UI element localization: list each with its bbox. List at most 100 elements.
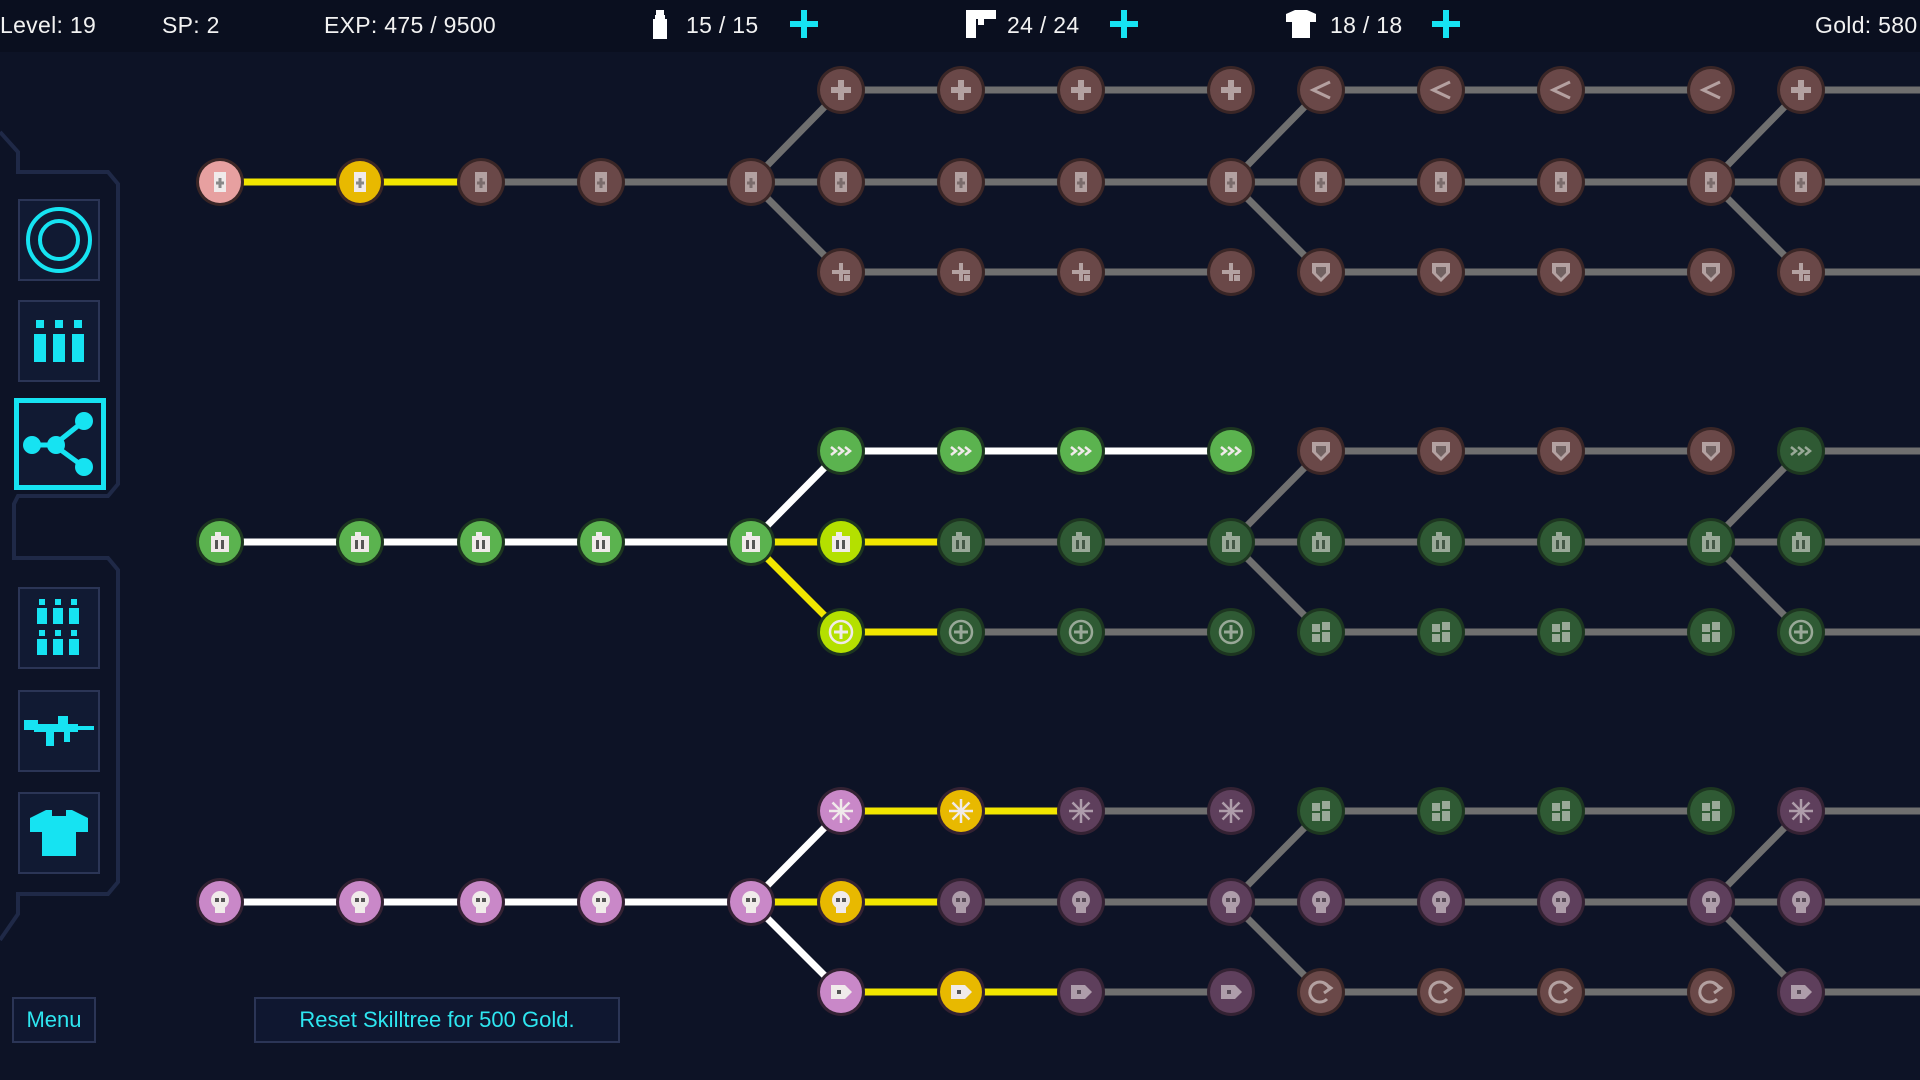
skill-node-ammo-bot-3[interactable] — [1207, 608, 1255, 656]
tab-bullets[interactable] — [18, 300, 100, 382]
skill-node-ammo-bot-1[interactable] — [937, 608, 985, 656]
skill-node-health-top-1[interactable] — [937, 66, 985, 114]
skill-node-ammo-far-top-1[interactable] — [1417, 427, 1465, 475]
skill-node-health-far-mid-1[interactable] — [1417, 158, 1465, 206]
skill-node-health-bot-1[interactable] — [937, 248, 985, 296]
skill-node-skull-mid-0[interactable] — [817, 878, 865, 926]
skill-node-skull-top-3[interactable] — [1207, 787, 1255, 835]
skill-node-ammo-mid-0[interactable] — [817, 518, 865, 566]
skill-node-skull-trunk-1[interactable] — [336, 878, 384, 926]
skill-node-health-far-top-2[interactable] — [1537, 66, 1585, 114]
skill-node-ammo-far-bot-0[interactable] — [1297, 608, 1345, 656]
skill-node-skull-far-bot-1[interactable] — [1417, 968, 1465, 1016]
skill-node-ammo-far-mid-2[interactable] — [1537, 518, 1585, 566]
skill-node-ammo-top-2[interactable] — [1057, 427, 1105, 475]
skill-node-health-mid-2[interactable] — [1057, 158, 1105, 206]
skill-node-skull-top-0[interactable] — [817, 787, 865, 835]
skill-node-health-trunk-2[interactable] — [457, 158, 505, 206]
skill-node-ammo-edge-bot[interactable] — [1777, 608, 1825, 656]
skill-node-skull-bot-1[interactable] — [937, 968, 985, 1016]
skill-node-health-trunk-4[interactable] — [727, 158, 775, 206]
skill-node-ammo-edge-top[interactable] — [1777, 427, 1825, 475]
skill-node-ammo-trunk-2[interactable] — [457, 518, 505, 566]
tab-bullet-packs[interactable] — [18, 587, 100, 669]
skill-node-skull-far-mid-0[interactable] — [1297, 878, 1345, 926]
skill-node-skull-far-bot-2[interactable] — [1537, 968, 1585, 1016]
skill-node-health-far-bot-3[interactable] — [1687, 248, 1735, 296]
skill-node-skull-trunk-2[interactable] — [457, 878, 505, 926]
skill-node-skull-far-mid-1[interactable] — [1417, 878, 1465, 926]
skill-node-skull-far-mid-2[interactable] — [1537, 878, 1585, 926]
skill-node-skull-edge-bot[interactable] — [1777, 968, 1825, 1016]
skill-node-health-far-top-0[interactable] — [1297, 66, 1345, 114]
skill-node-health-mid-3[interactable] — [1207, 158, 1255, 206]
skill-node-skull-bot-2[interactable] — [1057, 968, 1105, 1016]
skill-node-health-far-top-3[interactable] — [1687, 66, 1735, 114]
skill-node-ammo-bot-2[interactable] — [1057, 608, 1105, 656]
skill-node-health-edge-mid[interactable] — [1777, 158, 1825, 206]
skill-node-skull-top-1[interactable] — [937, 787, 985, 835]
skill-node-skull-mid-3[interactable] — [1207, 878, 1255, 926]
skill-node-ammo-far-top-3[interactable] — [1687, 427, 1735, 475]
skill-node-ammo-edge-mid[interactable] — [1777, 518, 1825, 566]
skill-node-skull-trunk-4[interactable] — [727, 878, 775, 926]
skill-node-skull-far-top-0[interactable] — [1297, 787, 1345, 835]
tab-rings[interactable] — [18, 199, 100, 281]
tab-armor[interactable] — [18, 792, 100, 874]
skill-node-skull-far-top-1[interactable] — [1417, 787, 1465, 835]
skill-node-ammo-mid-2[interactable] — [1057, 518, 1105, 566]
skill-node-ammo-top-1[interactable] — [937, 427, 985, 475]
skill-node-skull-top-2[interactable] — [1057, 787, 1105, 835]
skill-node-ammo-far-mid-0[interactable] — [1297, 518, 1345, 566]
skill-node-ammo-far-bot-3[interactable] — [1687, 608, 1735, 656]
skill-node-ammo-far-top-0[interactable] — [1297, 427, 1345, 475]
tab-rifle[interactable] — [18, 690, 100, 772]
skill-node-skull-far-bot-0[interactable] — [1297, 968, 1345, 1016]
skill-node-health-bot-0[interactable] — [817, 248, 865, 296]
skill-node-health-trunk-3[interactable] — [577, 158, 625, 206]
skill-node-health-edge-top[interactable] — [1777, 66, 1825, 114]
skill-node-ammo-mid-1[interactable] — [937, 518, 985, 566]
skill-node-ammo-far-top-2[interactable] — [1537, 427, 1585, 475]
skill-node-skull-edge-top[interactable] — [1777, 787, 1825, 835]
skill-node-ammo-trunk-0[interactable] — [196, 518, 244, 566]
skill-node-health-bot-3[interactable] — [1207, 248, 1255, 296]
skill-node-ammo-trunk-3[interactable] — [577, 518, 625, 566]
skill-node-health-trunk-1[interactable] — [336, 158, 384, 206]
add-armor-plus-icon[interactable] — [1430, 8, 1462, 40]
skill-node-health-mid-1[interactable] — [937, 158, 985, 206]
skill-node-health-far-mid-0[interactable] — [1297, 158, 1345, 206]
skill-node-skull-far-top-3[interactable] — [1687, 787, 1735, 835]
skill-node-skull-bot-3[interactable] — [1207, 968, 1255, 1016]
skill-node-health-bot-2[interactable] — [1057, 248, 1105, 296]
skill-node-ammo-trunk-1[interactable] — [336, 518, 384, 566]
skill-node-skull-edge-mid[interactable] — [1777, 878, 1825, 926]
skill-node-skull-mid-2[interactable] — [1057, 878, 1105, 926]
add-ammo-plus-icon[interactable] — [1108, 8, 1140, 40]
skill-node-skull-far-top-2[interactable] — [1537, 787, 1585, 835]
skill-node-ammo-far-mid-3[interactable] — [1687, 518, 1735, 566]
skill-node-health-edge-bot[interactable] — [1777, 248, 1825, 296]
skill-node-ammo-far-bot-2[interactable] — [1537, 608, 1585, 656]
skill-node-skull-trunk-3[interactable] — [577, 878, 625, 926]
skill-node-skull-far-bot-3[interactable] — [1687, 968, 1735, 1016]
skill-node-health-far-mid-3[interactable] — [1687, 158, 1735, 206]
skill-node-skull-trunk-0[interactable] — [196, 878, 244, 926]
reset-skilltree-button[interactable]: Reset Skilltree for 500 Gold. — [254, 997, 620, 1043]
skill-node-health-top-0[interactable] — [817, 66, 865, 114]
skill-node-health-far-mid-2[interactable] — [1537, 158, 1585, 206]
skill-node-skull-mid-1[interactable] — [937, 878, 985, 926]
skill-node-ammo-far-mid-1[interactable] — [1417, 518, 1465, 566]
skill-node-ammo-mid-3[interactable] — [1207, 518, 1255, 566]
skill-node-health-mid-0[interactable] — [817, 158, 865, 206]
skill-node-health-top-3[interactable] — [1207, 66, 1255, 114]
skill-node-skull-far-mid-3[interactable] — [1687, 878, 1735, 926]
skill-node-ammo-trunk-4[interactable] — [727, 518, 775, 566]
skill-node-ammo-far-bot-1[interactable] — [1417, 608, 1465, 656]
add-potion-plus-icon[interactable] — [788, 8, 820, 40]
skill-node-ammo-top-3[interactable] — [1207, 427, 1255, 475]
skill-node-skull-bot-0[interactable] — [817, 968, 865, 1016]
skill-node-health-far-top-1[interactable] — [1417, 66, 1465, 114]
menu-button[interactable]: Menu — [12, 997, 96, 1043]
skill-node-health-top-2[interactable] — [1057, 66, 1105, 114]
